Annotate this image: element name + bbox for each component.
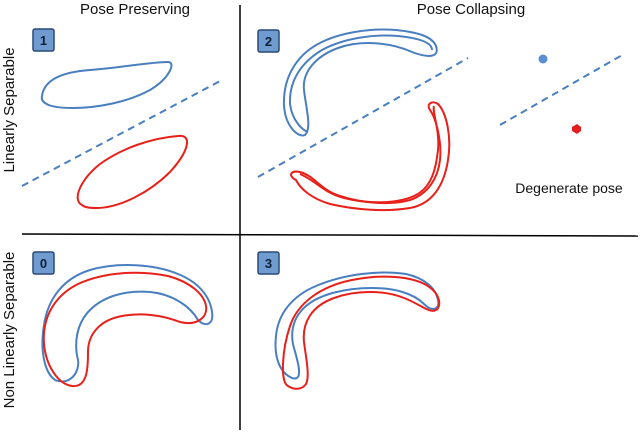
badge-2: 2 <box>257 29 280 53</box>
blue-manifold <box>40 60 173 110</box>
degenerate-pose-label: Degenerate pose <box>515 180 623 196</box>
column-header-pose-preserving: Pose Preserving <box>80 1 190 18</box>
blue-manifold <box>274 271 440 380</box>
separator-line <box>257 57 469 178</box>
blue-manifold <box>41 264 214 383</box>
badge-label: 1 <box>40 33 47 48</box>
panel-0: 0 <box>32 251 214 388</box>
column-header-pose-collapsing: Pose Collapsing <box>417 1 525 18</box>
badge-0: 0 <box>32 251 55 275</box>
panel-2: 2 Degenerate pose <box>257 28 625 212</box>
row-header-linearly-separable: Linearly Separable <box>1 47 18 172</box>
panel-1: 1 <box>21 28 223 210</box>
badge-label: 2 <box>265 34 272 49</box>
red-manifold <box>290 101 451 212</box>
horizontal-divider <box>21 233 639 237</box>
blue-manifold <box>282 28 438 137</box>
red-manifold <box>42 271 208 388</box>
blue-manifold-inner <box>288 34 433 133</box>
red-manifold <box>281 275 441 390</box>
blue-point <box>538 54 548 64</box>
badge-label: 0 <box>40 256 47 271</box>
degenerate-separator-line <box>499 53 625 126</box>
panel-3: 3 <box>257 251 441 390</box>
red-manifold <box>76 134 188 210</box>
badge-3: 3 <box>257 251 280 275</box>
red-point <box>572 124 581 134</box>
separator-line <box>21 79 223 187</box>
row-header-non-linearly-separable: Non Linearly Separable <box>1 252 18 409</box>
red-manifold-inner <box>299 105 440 204</box>
badge-1: 1 <box>32 28 55 52</box>
badge-label: 3 <box>265 256 272 271</box>
